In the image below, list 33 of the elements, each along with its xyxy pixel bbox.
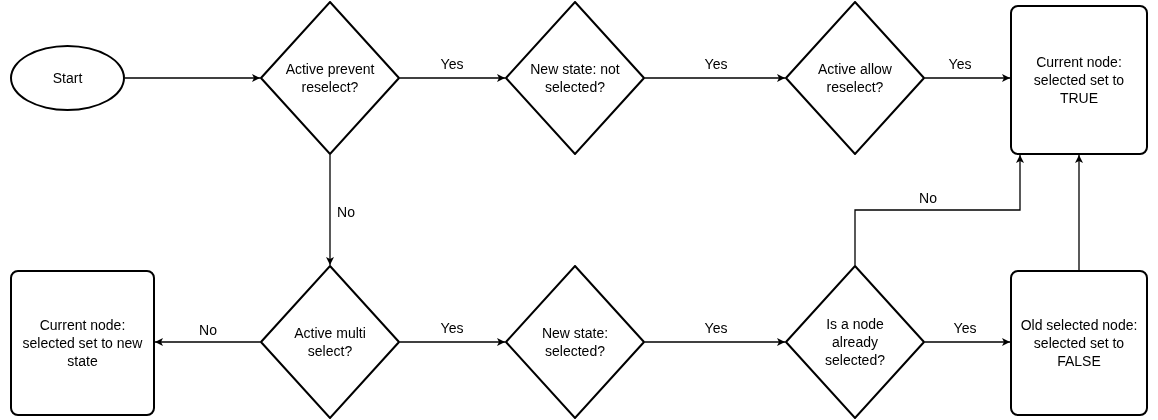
- process-text: Current node: selected set to new state: [21, 316, 144, 370]
- edge-label: No: [917, 191, 939, 205]
- arrow: [326, 154, 334, 266]
- arrow: [399, 74, 506, 82]
- arrow: [924, 338, 1011, 346]
- arrow: [644, 338, 786, 346]
- terminal-text: Start: [52, 69, 83, 87]
- arrow: [644, 74, 786, 82]
- edge-label: Yes: [702, 57, 730, 71]
- arrow: [399, 338, 506, 346]
- process-text: Current node: selected set to TRUE: [1032, 53, 1126, 107]
- edge-label: Yes: [438, 57, 466, 71]
- arrow: [124, 74, 261, 82]
- decision-text: Active allow reselect?: [817, 60, 893, 96]
- edge-label: Yes: [438, 321, 466, 335]
- arrow: [924, 74, 1011, 82]
- edge-label: Yes: [702, 321, 730, 335]
- decision-text: New state: not selected?: [529, 60, 621, 96]
- arrow: [854, 154, 1024, 266]
- arrow: [154, 338, 261, 346]
- decision-text: Active multi select?: [293, 324, 367, 360]
- edge-label: No: [197, 323, 219, 337]
- edge-label: No: [335, 205, 357, 219]
- decision-text: Active prevent reselect?: [284, 60, 376, 96]
- edge-label: Yes: [951, 321, 979, 335]
- process-box: [1010, 5, 1148, 155]
- edge-label: Yes: [946, 57, 974, 71]
- process-text: Old selected node: selected set to FALSE: [1020, 316, 1138, 370]
- arrow: [1075, 154, 1083, 271]
- process-box: [1010, 270, 1148, 416]
- decision-text: Is a node already selected?: [824, 315, 886, 369]
- process-box: [10, 270, 155, 416]
- decision-text: New state: selected?: [540, 324, 610, 360]
